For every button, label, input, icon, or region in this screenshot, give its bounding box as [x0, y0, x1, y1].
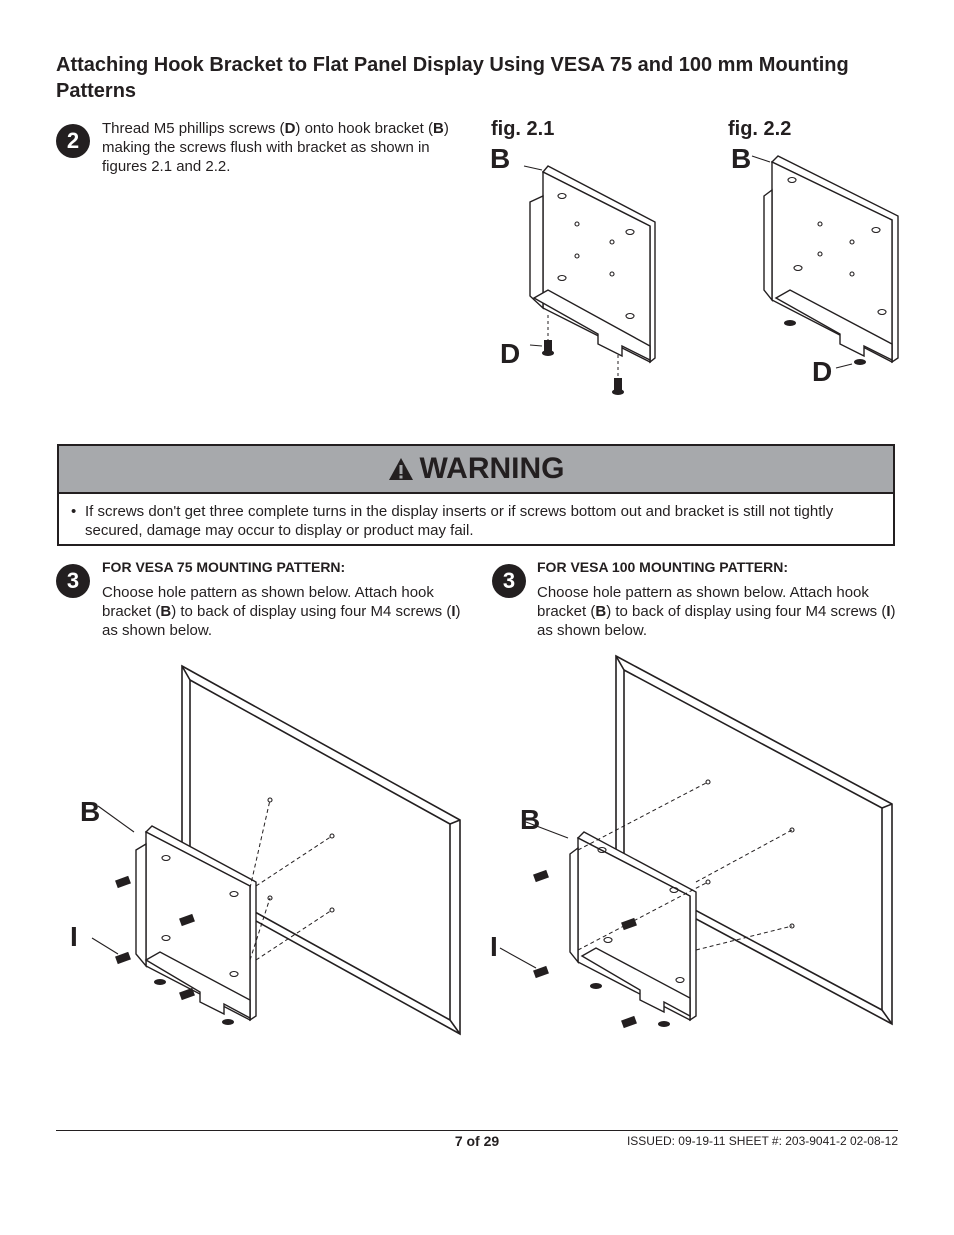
warning-text: If screws don't get three complete turns…: [85, 503, 834, 539]
callout-i-vesa100: I: [490, 931, 498, 962]
step-3-left-badge: 3: [56, 564, 90, 598]
warning-header: WARNING: [59, 446, 893, 494]
fig-2-1-label: fig. 2.1: [491, 118, 555, 140]
step-3-right-heading: FOR VESA 100 MOUNTING PATTERN:: [537, 559, 788, 575]
step-3-left-ref-b: B: [160, 603, 172, 620]
warning-bullet: •: [71, 503, 77, 520]
callout-b-vesa100: B: [520, 804, 541, 835]
warning-heading: WARNING: [419, 452, 565, 485]
step-2-badge: 2: [56, 124, 90, 158]
vesa-100-display-illustration: [499, 654, 893, 1029]
callout-b-fig2: B: [731, 143, 752, 174]
step-3-right-ref-b: B: [595, 603, 607, 620]
step-3-right-text-part: ) as shown below.: [537, 603, 896, 639]
fig-2-2-label: fig. 2.2: [728, 118, 792, 140]
issue-info: ISSUED: 09-19-11 SHEET #: 203-9041-2 02-…: [626, 1134, 898, 1148]
step-3-left-ref-i: I: [451, 603, 456, 620]
step-2-ref-d: D: [284, 120, 296, 137]
step-3-right-badge: 3: [492, 564, 526, 598]
step-2-text-part: Thread M5 phillips screws (: [102, 120, 285, 137]
step-3-right-ref-i: I: [886, 603, 891, 620]
vesa-75-display-illustration: [91, 664, 461, 1036]
step-3-left-text-part: ) to back of display using four M4 screw…: [171, 603, 452, 620]
callout-b-vesa75: B: [80, 796, 101, 827]
footer-divider: [56, 1130, 898, 1131]
step-2-ref-b: B: [432, 120, 444, 137]
warning-box: WARNING • If screws don't get three comp…: [57, 444, 895, 546]
step-3-left-text-part: Choose hole pattern as shown below. Atta…: [102, 584, 434, 620]
callout-b-fig1: B: [490, 143, 511, 174]
page-title: Attaching Hook Bracket to Flat Panel Dis…: [56, 54, 849, 102]
step-3-left-text-part: ) as shown below.: [102, 603, 461, 639]
callout-d-fig1: D: [500, 338, 521, 369]
step-3-right-instruction: Choose hole pattern as shown below. Atta…: [537, 583, 899, 640]
warning-triangle-icon: [388, 458, 413, 480]
callout-d-fig2: D: [812, 356, 833, 387]
step-3-left-heading: FOR VESA 75 MOUNTING PATTERN:: [102, 559, 346, 575]
step-2-text-part: ) making the screws flush with bracket a…: [102, 120, 449, 175]
fig-2-2-bracket-illustration: [751, 155, 899, 369]
step-3-right-text-part: ) to back of display using four M4 screw…: [606, 603, 887, 620]
step-3-left-instruction: Choose hole pattern as shown below. Atta…: [102, 583, 464, 640]
step-2-text-part: ) onto hook bracket (: [295, 120, 433, 137]
step-2-instruction: Thread M5 phillips screws (D) onto hook …: [102, 119, 472, 176]
callout-i-vesa75: I: [70, 921, 78, 952]
page-number: 7 of 29: [454, 1133, 500, 1149]
fig-2-1-bracket-illustration: [523, 165, 656, 395]
step-3-right-text-part: Choose hole pattern as shown below. Atta…: [537, 584, 869, 620]
